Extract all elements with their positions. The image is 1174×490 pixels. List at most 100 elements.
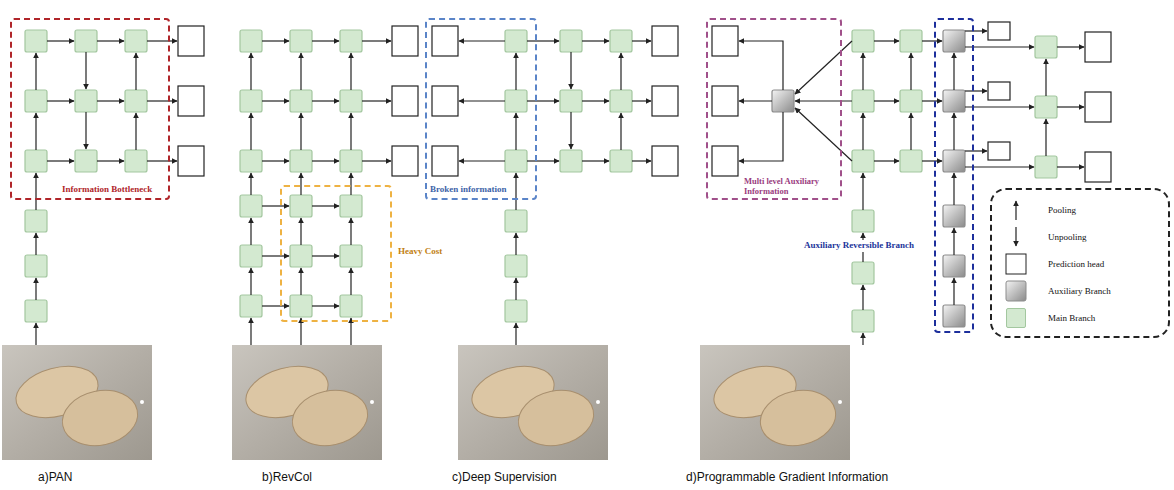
main-branch-block [505,300,527,322]
main-branch-block [505,30,527,52]
road-speck [140,400,144,404]
flow-arrow [250,218,251,245]
flow-arrow [570,112,571,149]
flow-arrow [97,100,124,101]
prediction-head [652,86,678,116]
flow-arrow [620,113,621,150]
legend-sample [1002,198,1032,222]
flow-arrow [965,46,1034,47]
prediction-head [178,26,204,56]
auxiliary-branch-block [943,205,965,227]
region-label: Multi level Auxiliary Information [744,177,838,196]
flow-arrow [795,108,852,161]
main-branch-block [900,30,922,52]
flow-arrow [362,100,391,101]
flow-arrow [515,113,516,150]
flow-arrow [262,255,289,256]
legend-sample [1002,252,1032,276]
flow-arrow [910,53,911,90]
main-branch-block [240,295,262,317]
flow-arrow [795,100,852,101]
prediction-head [712,26,738,56]
flow-arrow [35,323,36,345]
panel-label: a)PAN [38,470,72,484]
pothole [755,384,841,453]
flow-arrow [35,278,36,300]
pooling-arrow [1015,201,1016,220]
prediction-head [712,86,738,116]
prediction-head [392,146,418,176]
flow-arrow [620,53,621,90]
flow-arrow [250,318,251,345]
road-photo [2,345,152,460]
prediction-head [988,22,1010,40]
flow-arrow [35,53,36,90]
main-branch-block [340,295,362,317]
legend-entry: Main Branch [992,306,1162,330]
region-label: Broken information [430,185,507,195]
prediction-head [432,146,458,176]
prediction-head [432,26,458,56]
flow-arrow [953,173,954,205]
main-branch-block [560,150,582,172]
prediction-head-sample [1006,254,1026,274]
flow-arrow [147,40,177,41]
main-branch-block [1035,156,1057,178]
prediction-head [988,142,1010,160]
flow-arrow [632,160,651,161]
region-label: Auxiliary Reversible Branch [802,240,916,252]
main-branch-block [240,245,262,267]
main-branch-block [125,150,147,172]
flow-arrow [262,160,289,161]
prediction-head [432,86,458,116]
flow-arrow [362,160,391,161]
main-branch-block [1035,96,1057,118]
legend-entry: Pooling [992,198,1162,222]
main-branch-block [240,30,262,52]
legend-sample [1002,279,1032,303]
flow-arrow [312,205,339,206]
prediction-head [988,82,1010,100]
road-speck [370,400,374,404]
flow-arrow [965,30,987,31]
unpooling-arrow [1015,227,1016,246]
auxiliary-branch-block [943,305,965,327]
flow-arrow [527,160,559,161]
flow-arrow [300,268,301,295]
flow-arrow [862,285,863,310]
flow-arrow [350,218,351,245]
dashed-region: Auxiliary Reversible Branch [934,18,974,333]
road-surface [2,345,152,460]
flow-arrow [47,160,74,161]
main-branch-block [25,210,47,232]
main-branch-block [900,90,922,112]
main-branch-block [240,195,262,217]
flow-arrow [862,53,863,90]
road-surface [458,345,608,460]
main-branch-block [852,30,874,52]
road-photo [700,345,850,460]
flow-arrow [965,166,1034,167]
flow-arrow [570,52,571,89]
flow-arrow [632,100,651,101]
main-branch-block [240,90,262,112]
flow-arrow [922,160,942,161]
flow-arrow [632,40,651,41]
dashed-region: Broken information [425,18,537,200]
main-branch-block [125,90,147,112]
prediction-head [392,26,418,56]
prediction-head [178,146,204,176]
flow-arrow [262,205,289,206]
main-branch-block [290,245,312,267]
flow-arrow [965,90,987,91]
flow-arrow [1045,119,1046,156]
flow-arrow [582,40,609,41]
main-branch-block [290,295,312,317]
flow-arrow [459,160,505,161]
flow-arrow [874,40,899,41]
flow-arrow [312,40,339,41]
flow-arrow [300,318,301,345]
legend-swatch [1006,308,1026,328]
main-branch-block [340,150,362,172]
flow-arrow [953,228,954,255]
